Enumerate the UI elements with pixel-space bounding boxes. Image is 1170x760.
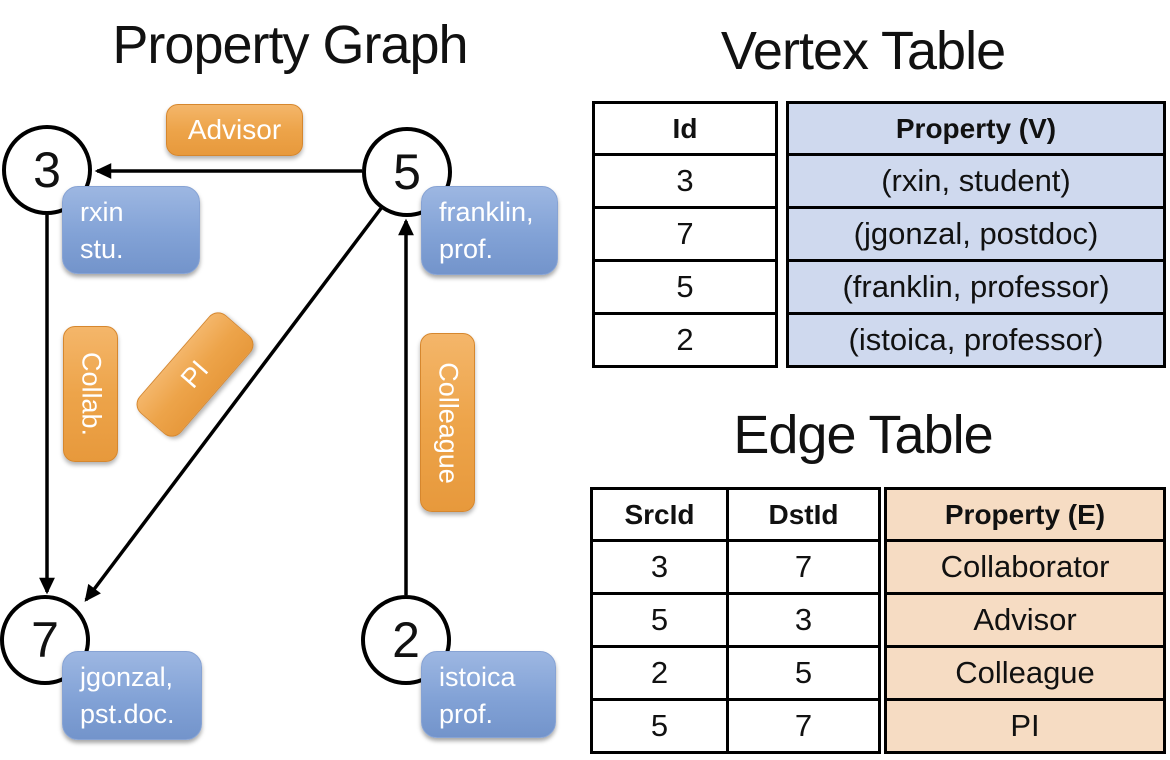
table-cell: 3 — [592, 153, 778, 209]
vertex-property-line: stu. — [80, 234, 124, 264]
graph-node-3: 3 — [2, 125, 92, 215]
edge-label-colleague: Colleague — [420, 333, 475, 512]
node-id: 3 — [33, 142, 61, 198]
vertex-property-box-franklin: franklin, prof. — [421, 186, 558, 275]
vertex-property-box-jgonzal: jgonzal, pst.doc. — [62, 651, 202, 740]
vertex-property-line: pst.doc. — [80, 699, 175, 729]
table-row: 3 — [592, 153, 778, 209]
node-id: 5 — [393, 144, 421, 200]
column-header-property-e: Property (E) — [884, 487, 1166, 542]
table-cell: Colleague — [884, 645, 1166, 701]
table-row: Advisor — [884, 592, 1166, 648]
table-cell: (franklin, professor) — [786, 259, 1166, 315]
table-cell: 5 — [590, 592, 729, 648]
vertex-property-line: jgonzal, — [80, 662, 174, 692]
edge-label-advisor: Advisor — [166, 104, 303, 156]
table-row: Collaborator — [884, 539, 1166, 595]
table-cell: 7 — [726, 539, 881, 595]
edge-label-collab: Collab. — [63, 326, 118, 462]
table-header-row: Property (E) — [884, 487, 1166, 542]
vertex-property-box-istoica: istoica prof. — [421, 651, 556, 738]
vertex-property-line: prof. — [439, 234, 494, 264]
table-cell: 5 — [726, 645, 881, 701]
vertex-table-property-column: Property (V) (rxin, student)(jgonzal, po… — [786, 101, 1166, 368]
table-cell: Advisor — [884, 592, 1166, 648]
vertex-table-title: Vertex Table — [720, 21, 1006, 81]
table-cell: (rxin, student) — [786, 153, 1166, 209]
table-cell: 5 — [590, 698, 729, 754]
column-header-id: Id — [592, 101, 778, 156]
graph-edges — [39, 163, 414, 602]
table-header-row: Property (V) — [786, 101, 1166, 156]
table-cell: 5 — [592, 259, 778, 315]
table-row: (jgonzal, postdoc) — [786, 206, 1166, 262]
edge-label-text: Collab. — [76, 351, 106, 437]
vertex-property-box-rxin: rxin stu. — [62, 186, 200, 274]
node-id: 2 — [392, 612, 420, 668]
table-cell: 3 — [590, 539, 729, 595]
table-cell: 2 — [590, 645, 729, 701]
table-row: PI — [884, 698, 1166, 754]
node-id: 7 — [31, 612, 59, 668]
vertex-property-line: rxin — [80, 197, 124, 227]
table-cell: (jgonzal, postdoc) — [786, 206, 1166, 262]
column-header-dstid: DstId — [726, 487, 881, 542]
table-row: Colleague — [884, 645, 1166, 701]
column-header-srcid: SrcId — [590, 487, 729, 542]
table-row: 5 — [592, 259, 778, 315]
vertex-property-line: prof. — [439, 699, 494, 729]
edge-table-title: Edge Table — [733, 405, 993, 465]
table-row: (rxin, student) — [786, 153, 1166, 209]
table-cell: Collaborator — [884, 539, 1166, 595]
table-header-row: SrcId DstId — [590, 487, 881, 542]
edge-pi-5-to-7 — [84, 205, 384, 602]
table-cell: PI — [884, 698, 1166, 754]
table-row: (franklin, professor) — [786, 259, 1166, 315]
property-graph-title: Property Graph — [112, 15, 468, 75]
vertex-property-line: franklin, — [439, 197, 534, 227]
graph-node-5: 5 — [362, 127, 452, 217]
table-cell: (istoica, professor) — [786, 312, 1166, 368]
table-cell: 7 — [726, 698, 881, 754]
table-header-row: Id — [592, 101, 778, 156]
edge-label-text: Colleague — [433, 361, 463, 484]
table-cell: 2 — [592, 312, 778, 368]
table-cell: 3 — [726, 592, 881, 648]
table-row: (istoica, professor) — [786, 312, 1166, 368]
column-header-property-v: Property (V) — [786, 101, 1166, 156]
table-row: 7 — [592, 206, 778, 262]
table-row: 2 — [592, 312, 778, 368]
table-cell: 7 — [592, 206, 778, 262]
vertex-property-line: istoica — [439, 662, 516, 692]
